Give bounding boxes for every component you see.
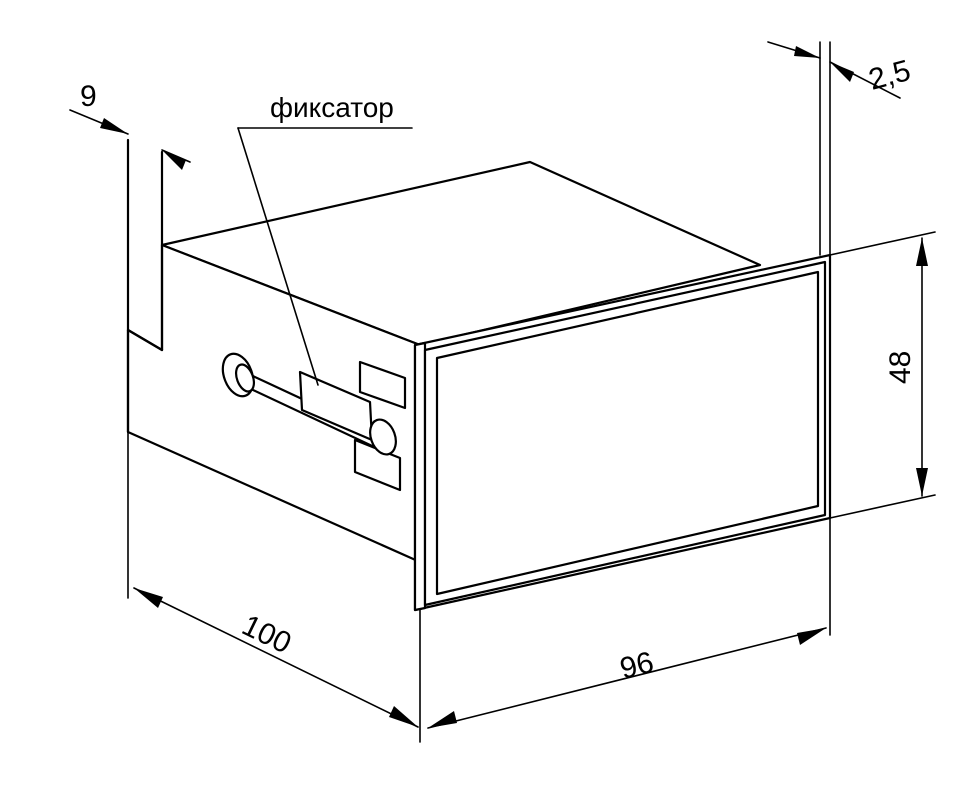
dim-label-bezel-depth: 2,5 — [865, 54, 914, 97]
latch-assembly — [221, 352, 407, 492]
dim-label-width: 96 — [617, 646, 657, 686]
dim-bezel-depth — [767, 41, 901, 256]
dim-label-height: 48 — [884, 351, 917, 384]
dim-height — [829, 231, 936, 519]
latch-rod-end — [369, 418, 397, 456]
latch-bracket-top — [358, 360, 407, 410]
front-bezel-side — [413, 341, 427, 612]
dim-panel-thickness — [69, 109, 191, 170]
latch-label: фиксатор — [270, 92, 394, 123]
dim-label-depth: 100 — [237, 609, 296, 661]
dim-width — [427, 517, 831, 729]
dim-depth — [127, 431, 421, 743]
panel-cutout — [126, 138, 164, 434]
latch-label-leader — [237, 127, 413, 386]
dim-label-panel-thickness: 9 — [80, 80, 97, 113]
display-window — [435, 270, 820, 596]
latch-screw-cap — [234, 363, 256, 393]
